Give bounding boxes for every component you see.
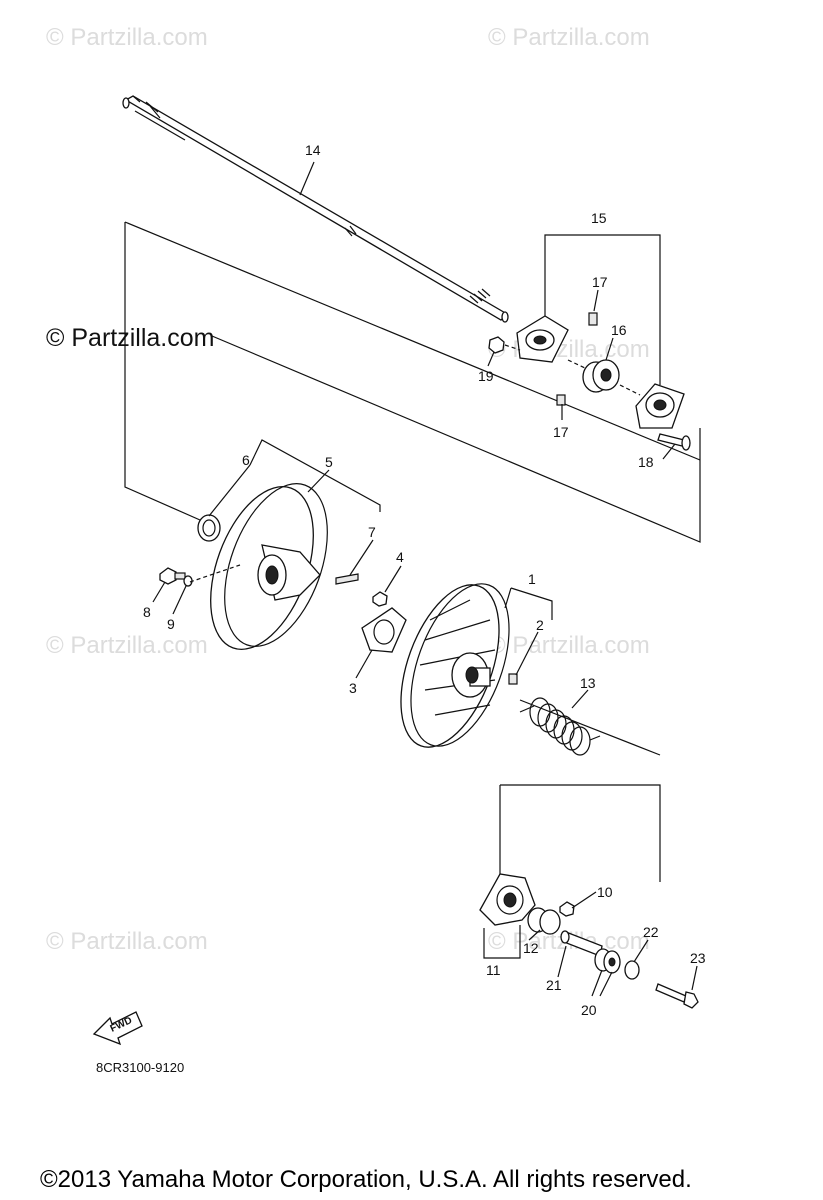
watermark: © Partzilla.com	[488, 632, 650, 659]
setscrew-part-17a[interactable]	[588, 312, 598, 326]
callout-18: 18	[638, 454, 654, 470]
callout-4: 4	[396, 549, 404, 565]
collar-part-21[interactable]	[560, 930, 603, 957]
watermark: © Partzilla.com	[488, 336, 650, 363]
washer-part-20[interactable]	[594, 948, 621, 974]
flange-part-15b[interactable]	[635, 383, 685, 429]
callout-16: 16	[611, 322, 627, 338]
callout-labels: 14 15 17 16 19 17 18 6 5 7 4 1 2 8 9 3 1…	[143, 142, 706, 1018]
callout-12: 12	[523, 940, 539, 956]
callout-11: 11	[486, 962, 501, 978]
fwd-arrow-icon: FWD	[92, 1011, 143, 1046]
callout-17: 17	[592, 274, 608, 290]
washer-part-22[interactable]	[624, 960, 640, 980]
fixed-sheave-part-5[interactable]	[191, 470, 348, 664]
bearing-part-16[interactable]	[582, 359, 620, 393]
leader-lines	[152, 161, 698, 997]
nut-part-19[interactable]	[488, 336, 505, 354]
callout-8: 8	[143, 604, 151, 620]
flange-part-15a[interactable]	[516, 315, 569, 363]
cam-part-11[interactable]	[479, 873, 536, 926]
movable-sheave-part-1[interactable]	[381, 571, 528, 760]
plate-part-3[interactable]	[361, 607, 407, 653]
watermark: © Partzilla.com	[46, 324, 215, 352]
callout-10: 10	[597, 884, 613, 900]
watermark: © Partzilla.com	[46, 928, 208, 955]
copyright-notice: ©2013 Yamaha Motor Corporation, U.S.A. A…	[40, 1166, 692, 1193]
callout-2: 2	[536, 617, 544, 633]
screw-part-2[interactable]	[508, 673, 518, 685]
callout-6: 6	[242, 452, 250, 468]
stud-part-7[interactable]	[335, 573, 359, 585]
bolt-part-23[interactable]	[655, 983, 699, 1009]
callout-22: 22	[643, 924, 659, 940]
nut-part-4[interactable]	[372, 591, 388, 607]
bolt-part-18[interactable]	[657, 433, 691, 451]
bolt-part-8[interactable]	[159, 567, 186, 585]
spring-part-13[interactable]	[519, 697, 601, 756]
callout-7: 7	[368, 524, 376, 540]
bushing-part-6[interactable]	[197, 514, 221, 542]
callout-5: 5	[325, 454, 333, 470]
callout-15: 15	[591, 210, 607, 226]
callout-1: 1	[528, 571, 536, 587]
callout-9: 9	[167, 616, 175, 632]
drawing-code: 8CR3100-9120	[96, 1060, 185, 1075]
watermark: © Partzilla.com	[46, 24, 208, 51]
callout-23: 23	[690, 950, 706, 966]
callout-14: 14	[305, 142, 321, 158]
callout-21: 21	[546, 977, 562, 993]
shaft-part-14[interactable]	[122, 95, 509, 323]
callout-3: 3	[349, 680, 357, 696]
setscrew-part-17b[interactable]	[556, 394, 566, 406]
nut-part-10[interactable]	[559, 901, 575, 917]
callout-19: 19	[478, 368, 494, 384]
callout-13: 13	[580, 675, 596, 691]
bushing-part-12[interactable]	[527, 907, 561, 935]
callout-20: 20	[581, 1002, 597, 1018]
washer-part-9[interactable]	[183, 575, 193, 587]
watermark: © Partzilla.com	[46, 632, 208, 659]
watermark: © Partzilla.com	[488, 24, 650, 51]
callout-17: 17	[553, 424, 569, 440]
